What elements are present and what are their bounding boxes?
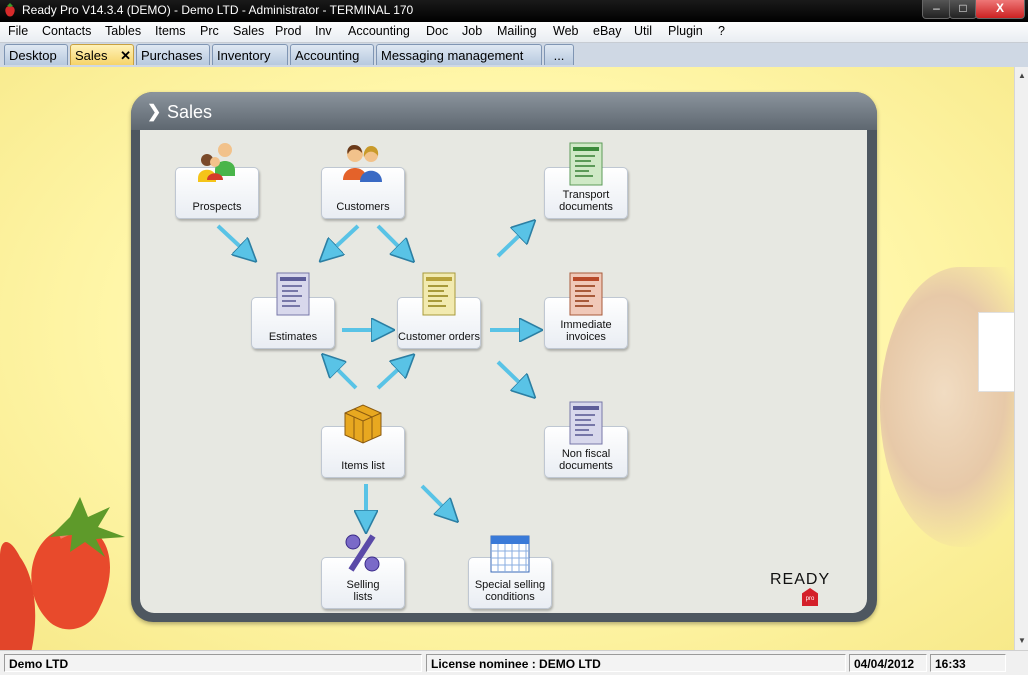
window-title: Ready Pro V14.3.4 (DEMO) - Demo LTD - Ad… — [22, 3, 414, 17]
close-button[interactable]: X — [975, 0, 1025, 19]
tab-close-icon[interactable]: ✕ — [120, 48, 131, 63]
arrow-customers-orders — [376, 224, 406, 254]
transport-documents-line-2: documents — [559, 201, 613, 213]
node-estimates[interactable]: Estimates — [251, 272, 335, 349]
menu-contacts[interactable]: Contacts — [42, 24, 92, 38]
vertical-scrollbar[interactable]: ▲ ▼ — [1014, 67, 1028, 650]
arrow-items-estimates — [330, 362, 358, 390]
transport-documents-line-1: Transport — [562, 189, 610, 201]
node-customers[interactable]: Customers — [321, 145, 405, 219]
menu-doc[interactable]: Doc — [426, 24, 449, 38]
tab-sales-label: Sales — [75, 48, 108, 63]
percent-icon — [345, 534, 380, 572]
menu-mailing[interactable]: Mailing — [497, 24, 537, 38]
document-purple-icon — [569, 401, 603, 445]
tab-inventory[interactable]: Inventory — [212, 44, 288, 65]
strawberry-app-icon[interactable] — [3, 3, 17, 18]
menu-help[interactable]: ? — [718, 24, 725, 38]
menu-items[interactable]: Items — [155, 24, 186, 38]
node-immediate-invoices[interactable]: Immediate invoices — [544, 272, 628, 349]
node-non-fiscal-documents[interactable]: Non fiscal documents — [544, 401, 628, 478]
menu-bar: File Contacts Tables Items Prc Sales Pro… — [0, 22, 1028, 43]
scroll-up-icon[interactable]: ▲ — [1018, 71, 1026, 80]
panel-body — [140, 130, 867, 613]
immediate-invoices-label: Immediate invoices — [545, 319, 627, 343]
logo-text: READY — [770, 571, 831, 588]
document-purple-icon — [276, 272, 310, 316]
customers-label: Customers — [336, 201, 390, 213]
node-items-list[interactable]: Items list — [321, 404, 405, 478]
node-selling-lists[interactable]: Selling lists — [321, 534, 405, 609]
selling-lists-line-2: lists — [353, 591, 373, 603]
menu-file[interactable]: File — [8, 24, 29, 38]
prospects-label: Prospects — [192, 201, 242, 213]
card-decoration — [978, 312, 1014, 392]
document-red-icon — [569, 272, 603, 316]
immediate-invoices-line-2: invoices — [566, 331, 606, 343]
calendar-grid-icon — [490, 535, 530, 573]
box-icon — [344, 404, 382, 444]
menu-plugin[interactable]: Plugin — [668, 24, 703, 38]
arrow-customers-estimates — [328, 224, 360, 254]
menu-web[interactable]: Web — [553, 24, 579, 38]
node-customer-orders[interactable]: Customer orders — [397, 272, 481, 349]
document-yellow-icon — [422, 272, 456, 316]
scroll-down-icon[interactable]: ▼ — [1018, 636, 1026, 645]
menu-prod[interactable]: Prod — [275, 24, 302, 38]
items-list-label: Items list — [341, 460, 385, 472]
menu-inv[interactable]: Inv — [315, 24, 332, 38]
menu-sales[interactable]: Sales — [233, 24, 265, 38]
menu-accounting[interactable]: Accounting — [348, 24, 410, 38]
tab-bar: Desktop Sales ✕ Purchases Inventory Acco… — [0, 43, 1028, 68]
status-license: License nominee : DEMO LTD — [426, 654, 846, 672]
node-prospects[interactable]: Prospects — [175, 143, 259, 219]
status-company: Demo LTD — [4, 654, 422, 672]
node-special-selling-conditions[interactable]: Special selling conditions — [468, 535, 552, 609]
non-fiscal-documents-line-1: Non fiscal — [561, 448, 611, 460]
menu-job[interactable]: Job — [462, 24, 483, 38]
customers-icon — [343, 145, 382, 182]
non-fiscal-documents-line-2: documents — [559, 460, 613, 472]
ready-pro-logo: READY pro — [770, 571, 856, 607]
status-time: 16:33 — [930, 654, 1006, 672]
arrow-orders-nonfiscal — [496, 360, 527, 390]
customer-orders-label: Customer orders — [398, 331, 480, 343]
arrow-items-orders — [376, 362, 406, 390]
special-selling-conditions-line-2: conditions — [485, 591, 535, 603]
tab-more[interactable]: ... — [544, 44, 574, 65]
selling-lists-line-1: Selling — [346, 579, 380, 591]
immediate-invoices-line-1: Immediate — [560, 319, 612, 331]
arrow-items-special — [420, 484, 450, 514]
transport-documents-label: Transport documents — [545, 189, 627, 213]
panel-header: ❯ Sales — [131, 92, 877, 130]
tab-accounting[interactable]: Accounting — [290, 44, 374, 65]
special-selling-conditions-line-1: Special selling — [474, 579, 546, 591]
special-selling-conditions-label: Special selling conditions — [469, 579, 551, 603]
estimates-label: Estimates — [268, 331, 318, 343]
tab-messaging-management[interactable]: Messaging management — [376, 44, 542, 65]
menu-tables[interactable]: Tables — [105, 24, 142, 38]
panel-title: Sales — [167, 102, 213, 122]
document-green-icon — [569, 142, 603, 186]
arrow-orders-transport — [496, 228, 527, 258]
chevron-right-icon: ❯ — [147, 102, 162, 121]
status-date: 04/04/2012 — [849, 654, 927, 672]
arrow-prospects-estimates — [216, 224, 248, 254]
non-fiscal-documents-label: Non fiscal documents — [545, 448, 627, 472]
menu-prc[interactable]: Prc — [200, 24, 219, 38]
tab-sales[interactable]: Sales ✕ — [70, 44, 134, 65]
tab-desktop[interactable]: Desktop — [4, 44, 68, 65]
status-bar: Demo LTD License nominee : DEMO LTD 04/0… — [0, 650, 1028, 675]
selling-lists-label: Selling lists — [322, 579, 404, 603]
title-bar: Ready Pro V14.3.4 (DEMO) - Demo LTD - Ad… — [0, 0, 1028, 22]
strawberries-decoration — [0, 497, 125, 650]
logo-tag: pro — [802, 588, 818, 606]
prospects-icon — [198, 143, 235, 182]
menu-util[interactable]: Util — [634, 24, 653, 38]
menu-ebay[interactable]: eBay — [593, 24, 622, 38]
tab-purchases[interactable]: Purchases — [136, 44, 210, 65]
node-transport-documents[interactable]: Transport documents — [544, 142, 628, 219]
